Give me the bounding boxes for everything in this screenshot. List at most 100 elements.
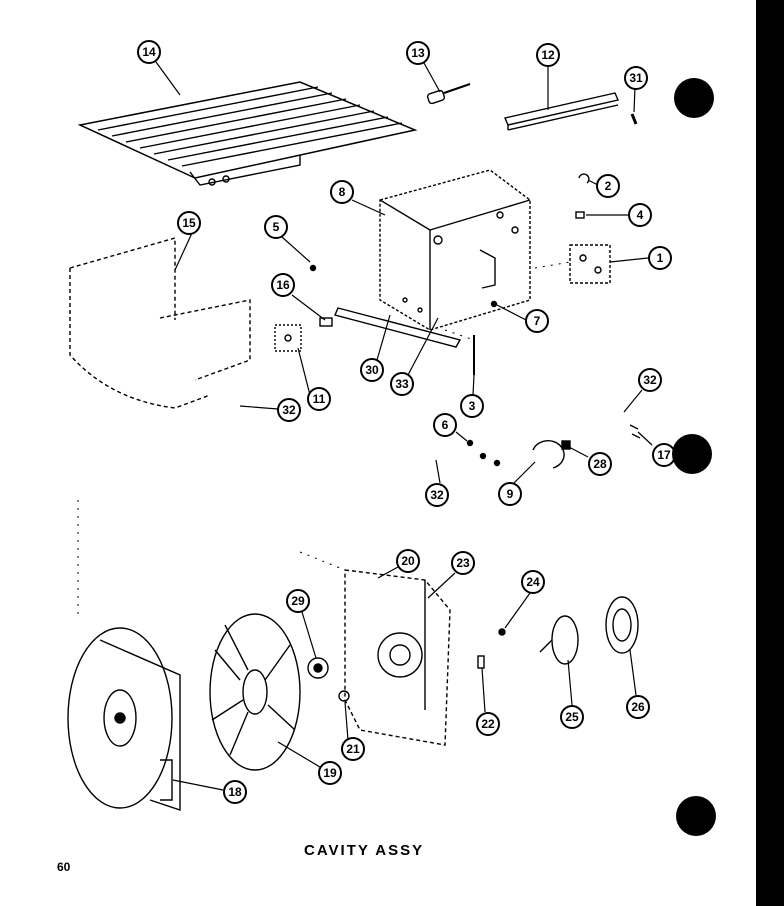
- part-8-drawing: [379, 169, 531, 331]
- callout-15: 15: [177, 211, 201, 235]
- svg-text:28: 28: [593, 457, 607, 471]
- svg-text:1: 1: [657, 251, 664, 265]
- part-29-drawing: [307, 657, 329, 679]
- callout-22: 22: [476, 712, 500, 736]
- callout-6: 6: [433, 413, 457, 437]
- part-18-drawing: [67, 627, 181, 811]
- callout-5: 5: [264, 215, 288, 239]
- svg-text:11: 11: [313, 392, 326, 406]
- part-5-drawing: [309, 264, 317, 272]
- svg-text:2: 2: [605, 179, 612, 193]
- callout-32-b: 32: [638, 368, 662, 392]
- svg-text:5: 5: [273, 220, 280, 234]
- svg-text:16: 16: [276, 278, 290, 292]
- part-25-drawing: [539, 615, 579, 665]
- part-6-drawing: [466, 439, 501, 467]
- part-16-drawing: [319, 317, 333, 327]
- part-14-drawing: [77, 81, 418, 186]
- callout-25: 25: [560, 705, 584, 729]
- callout-23: 23: [451, 551, 475, 575]
- part-17-drawing: [629, 424, 641, 439]
- part-9-drawing: [532, 439, 565, 469]
- callout-32-c: 32: [425, 483, 449, 507]
- svg-text:9: 9: [507, 487, 514, 501]
- part-24-drawing: [498, 628, 506, 636]
- svg-text:26: 26: [631, 700, 645, 714]
- callout-14: 14: [137, 40, 161, 64]
- part-19-drawing: [209, 613, 301, 771]
- binder-hole-middle: [672, 434, 712, 474]
- callout-8: 8: [330, 180, 354, 204]
- callout-28: 28: [588, 452, 612, 476]
- part-4-drawing: [575, 211, 585, 219]
- svg-text:32: 32: [282, 403, 296, 417]
- svg-text:18: 18: [228, 785, 242, 799]
- callout-30: 30: [360, 358, 384, 382]
- callout-2: 2: [596, 174, 620, 198]
- svg-text:33: 33: [395, 377, 409, 391]
- part-12-drawing: [504, 92, 619, 131]
- callout-12: 12: [536, 43, 560, 67]
- svg-text:12: 12: [541, 48, 555, 62]
- diagram-caption: CAVITY ASSY: [304, 842, 425, 859]
- svg-text:29: 29: [291, 594, 305, 608]
- callout-1: 1: [648, 246, 672, 270]
- part-30-drawing: [334, 307, 462, 348]
- binder-hole-bottom: [676, 796, 716, 836]
- svg-text:14: 14: [142, 45, 156, 59]
- callout-9: 9: [498, 482, 522, 506]
- svg-text:15: 15: [182, 216, 196, 230]
- page-edge-bar: [756, 0, 784, 906]
- part-26-drawing: [605, 596, 639, 654]
- svg-text:17: 17: [657, 448, 671, 462]
- svg-text:30: 30: [365, 363, 379, 377]
- part-1-drawing: [569, 244, 611, 284]
- part-13-drawing: [426, 83, 471, 105]
- page-number: 60: [57, 860, 71, 874]
- callout-33: 33: [390, 372, 414, 396]
- svg-text:24: 24: [526, 575, 540, 589]
- callout-11: 11: [307, 387, 331, 411]
- callout-21: 21: [341, 737, 365, 761]
- callout-32-a: 32: [277, 398, 301, 422]
- callout-17: 17: [652, 443, 676, 467]
- svg-text:25: 25: [565, 710, 579, 724]
- svg-text:6: 6: [442, 418, 449, 432]
- part-2-drawing: [578, 173, 590, 184]
- part-15-drawing: [69, 237, 251, 409]
- callout-24: 24: [521, 570, 545, 594]
- callout-19: 19: [318, 761, 342, 785]
- callout-7: 7: [525, 309, 549, 333]
- leader-lines: [155, 61, 653, 791]
- svg-text:3: 3: [469, 399, 476, 413]
- callout-3: 3: [460, 394, 484, 418]
- part-11-drawing: [274, 324, 302, 352]
- part-21-drawing: [338, 690, 350, 702]
- callout-16: 16: [271, 273, 295, 297]
- callout-13: 13: [406, 41, 430, 65]
- part-22-drawing: [477, 655, 485, 669]
- part-7-drawing: [490, 300, 498, 308]
- svg-text:22: 22: [481, 717, 495, 731]
- part-31-drawing: [630, 113, 638, 125]
- callout-26: 26: [626, 695, 650, 719]
- svg-text:13: 13: [411, 46, 425, 60]
- part-28-drawing: [561, 440, 571, 450]
- svg-text:31: 31: [629, 71, 643, 85]
- callout-29: 29: [286, 589, 310, 613]
- part-23-drawing: [344, 569, 451, 746]
- svg-text:32: 32: [430, 488, 444, 502]
- binder-hole-top: [674, 78, 714, 118]
- svg-text:21: 21: [346, 742, 360, 756]
- guide-lines: [77, 261, 571, 615]
- svg-text:23: 23: [456, 556, 470, 570]
- callout-4: 4: [628, 203, 652, 227]
- svg-text:8: 8: [339, 185, 346, 199]
- svg-text:20: 20: [401, 554, 415, 568]
- svg-text:4: 4: [637, 208, 644, 222]
- callouts: 14 13 12 31 2 8 4 1 15 5 16 7 30 33 3 11…: [137, 40, 676, 804]
- callout-31: 31: [624, 66, 648, 90]
- svg-text:7: 7: [534, 314, 541, 328]
- callout-20: 20: [396, 549, 420, 573]
